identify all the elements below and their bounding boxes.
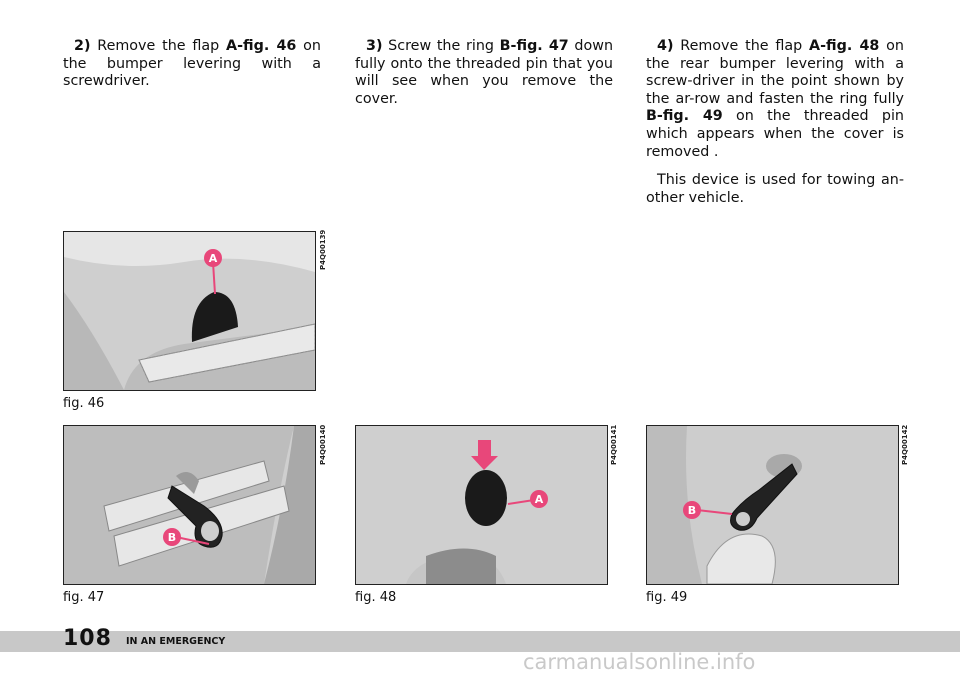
step-3-text: 3) Screw the ring B-fig. 47 down fully o… xyxy=(355,38,613,108)
column-1: 2) Remove the flap A-fig. 46 on the bump… xyxy=(63,38,321,102)
figure-47-photo: B xyxy=(63,425,316,585)
figure-49-caption: fig. 49 xyxy=(646,590,688,605)
page-number: 108 xyxy=(63,626,112,651)
figure-46-caption: fig. 46 xyxy=(63,396,105,411)
text-span: on the threaded pin which appears when t… xyxy=(646,108,904,160)
figure-47-code: P4Q00140 xyxy=(319,424,327,465)
text-span: on the rear bumper levering with a screw… xyxy=(646,38,904,107)
figure-reference: B-fig. 49 xyxy=(646,108,723,125)
text-span: Remove the flap xyxy=(673,38,809,54)
figure-47-caption: fig. 47 xyxy=(63,590,105,605)
step-4-text: 4) Remove the flap A-fig. 48 on the rear… xyxy=(646,38,904,161)
column-3: 4) Remove the flap A-fig. 48 on the rear… xyxy=(646,38,904,218)
text-span: down fully onto the threaded pin that yo… xyxy=(355,38,614,107)
column-2: 3) Screw the ring B-fig. 47 down fully o… xyxy=(355,38,613,119)
figure-48-caption: fig. 48 xyxy=(355,590,397,605)
figure-48-photo: A xyxy=(355,425,608,585)
figure-49-code: P4Q00142 xyxy=(901,424,909,465)
text-span: on the bumper levering with a screwdrive… xyxy=(63,38,321,90)
section-title: IN AN EMERGENCY xyxy=(126,636,226,647)
step-number: 3) xyxy=(366,38,383,54)
footer-bar xyxy=(0,631,960,652)
text-span: Remove the flap xyxy=(90,38,226,54)
callout-b-label: B xyxy=(168,531,176,544)
callout-b-label: B xyxy=(688,504,696,517)
step-number: 2) xyxy=(74,38,91,54)
figure-46-photo: A xyxy=(63,231,316,391)
figure-49-photo: B xyxy=(646,425,899,585)
callout-a-label: A xyxy=(209,252,218,265)
text-span: Screw the ring xyxy=(382,38,500,54)
towing-note: This device is used for towing an-other … xyxy=(646,172,904,206)
figure-reference: A-fig. 46 xyxy=(226,38,297,54)
step-2-text: 2) Remove the flap A-fig. 46 on the bump… xyxy=(63,38,321,91)
callout-a-label: A xyxy=(535,493,544,506)
figure-48-code: P4Q00141 xyxy=(610,424,618,465)
figure-46-code: P4Q00139 xyxy=(319,229,327,270)
watermark: carmanualsonline.info xyxy=(523,650,756,674)
step-number: 4) xyxy=(657,38,674,54)
figure-reference: A-fig. 48 xyxy=(809,38,880,54)
figure-reference: B-fig. 47 xyxy=(499,38,569,54)
